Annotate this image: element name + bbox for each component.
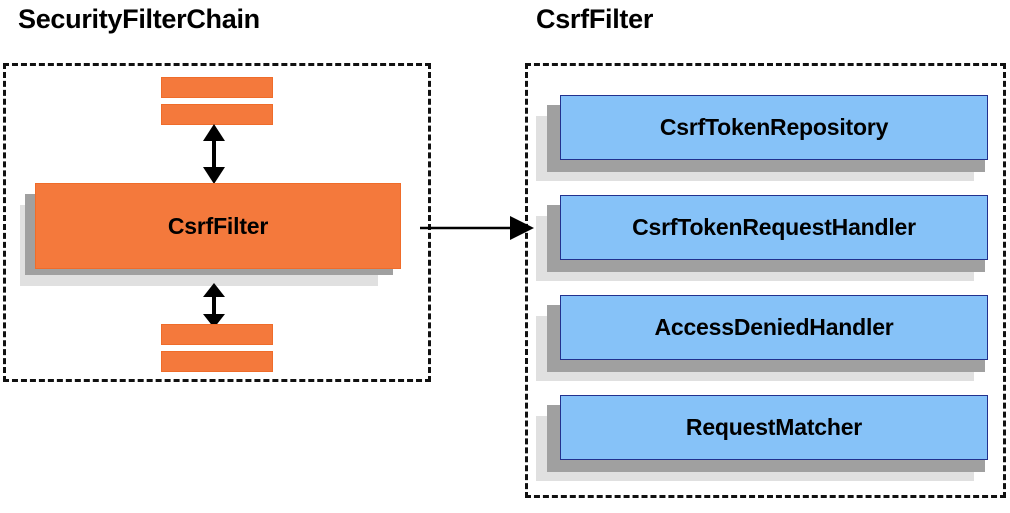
box-face[interactable]: RequestMatcher [560,395,988,460]
security-filter-chain-container [3,63,431,382]
csrf-filter-component-box[interactable]: CsrfFilter [20,183,402,286]
expansion-connector-arrow-icon [420,216,534,240]
box-face[interactable]: CsrfFilter [35,183,401,269]
collaborator-box-csrf-token-repository[interactable]: CsrfTokenRepository [525,95,997,213]
filter-slot-bar-below-2 [161,351,273,372]
box-face[interactable]: CsrfTokenRepository [560,95,988,160]
collaborator-label: CsrfTokenRequestHandler [632,214,916,240]
csrf-filter-collaborators-container [525,63,1006,498]
collaborator-box-access-denied-handler[interactable]: AccessDeniedHandler [525,295,997,413]
bidirectional-arrow-below-icon [203,283,225,328]
collaborator-label: CsrfTokenRepository [659,114,889,140]
filter-slot-bar-above-2 [161,104,273,125]
left-panel-title: SecurityFilterChain [18,4,260,34]
bidirectional-arrow-above-icon [203,124,225,184]
right-panel-title: CsrfFilter [536,4,654,34]
csrf-filter-label: CsrfFilter [167,212,269,239]
collaborator-box-csrf-token-request-handler[interactable]: CsrfTokenRequestHandler [525,195,997,313]
collaborator-label: AccessDeniedHandler [654,314,894,340]
collaborator-label: RequestMatcher [685,414,863,440]
filter-slot-bar-below-1 [161,324,273,345]
box-face[interactable]: CsrfTokenRequestHandler [560,195,988,260]
collaborator-box-request-matcher[interactable]: RequestMatcher [525,395,997,513]
filter-slot-bar-above-1 [161,77,273,98]
box-face[interactable]: AccessDeniedHandler [560,295,988,360]
